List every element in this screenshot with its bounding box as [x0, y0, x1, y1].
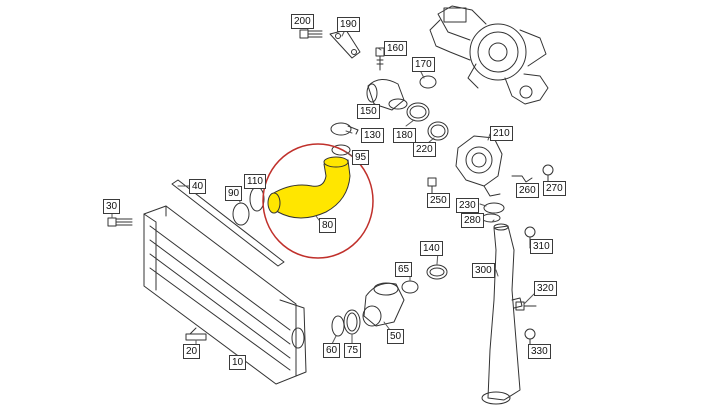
clamp-220 [427, 121, 449, 141]
bracket-20 [185, 327, 207, 341]
clamp-110 [249, 186, 265, 212]
callout-170: 170 [412, 57, 435, 72]
callout-330: 330 [528, 344, 551, 359]
elbow-150 [366, 79, 408, 111]
clamp-180 [406, 102, 430, 122]
bracket-190 [329, 29, 361, 59]
callout-180: 180 [393, 128, 416, 143]
bolt-320 [515, 301, 537, 311]
ring-95 [331, 144, 351, 156]
callout-210: 210 [490, 126, 513, 141]
intercooler-10 [143, 205, 307, 385]
callout-30: 30 [103, 199, 121, 214]
housing-210 [455, 135, 503, 197]
bolt-160 [375, 47, 385, 71]
clamp-230 [483, 202, 505, 214]
highlight-circle [262, 143, 374, 259]
callout-65: 65 [395, 262, 413, 277]
callout-130: 130 [361, 128, 384, 143]
bolt-200 [299, 29, 323, 39]
callout-40: 40 [189, 179, 207, 194]
callout-230: 230 [456, 198, 479, 213]
callout-20: 20 [183, 344, 201, 359]
callout-90: 90 [225, 186, 243, 201]
bolt-30 [107, 217, 133, 227]
ring-90 [232, 202, 250, 226]
callout-220: 220 [413, 142, 436, 157]
callout-80: 80 [319, 218, 337, 233]
callout-200: 200 [291, 14, 314, 29]
callout-50: 50 [387, 329, 405, 344]
clamp-75 [343, 309, 361, 335]
callout-320: 320 [534, 281, 557, 296]
callout-280: 280 [461, 213, 484, 228]
clamp-280 [481, 213, 501, 223]
callout-10: 10 [229, 355, 247, 370]
seal-strip-40 [171, 179, 285, 267]
callout-160: 160 [384, 41, 407, 56]
callout-75: 75 [344, 343, 362, 358]
callout-150: 150 [357, 104, 380, 119]
clamp-140 [426, 264, 448, 280]
bracket-260 [511, 175, 533, 183]
callout-110: 110 [244, 174, 266, 189]
clamp-130 [330, 122, 359, 136]
callout-310: 310 [530, 239, 553, 254]
callout-60: 60 [323, 343, 341, 358]
ring-60 [331, 315, 345, 337]
callout-260: 260 [516, 183, 539, 198]
callout-270: 270 [543, 181, 566, 196]
turbocharger [429, 5, 549, 105]
callout-190: 190 [337, 17, 360, 32]
callout-300: 300 [472, 263, 495, 278]
callout-140: 140 [420, 241, 443, 256]
ring-170 [419, 75, 437, 89]
elbow-50 [362, 282, 405, 327]
pipe-300 [481, 223, 523, 405]
callout-95: 95 [352, 150, 370, 165]
hose-80 [267, 156, 351, 219]
callout-250: 250 [427, 193, 450, 208]
ring-65 [401, 280, 419, 294]
